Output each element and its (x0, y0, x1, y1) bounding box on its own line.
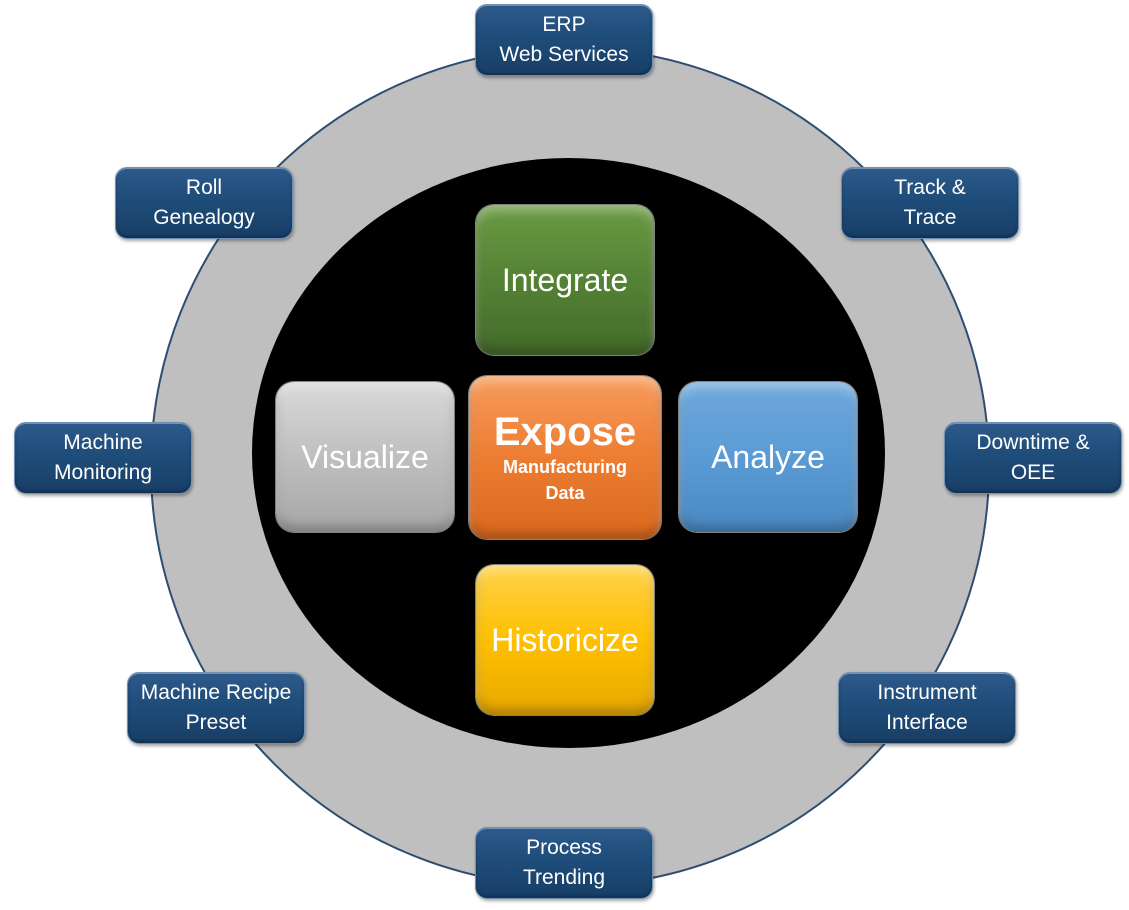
pill-roll-genealogy: Roll Genealogy (115, 167, 293, 239)
tile-analyze: Analyze (679, 382, 857, 532)
tile-visualize-label: Visualize (301, 438, 429, 475)
pill-machine-recipe-preset: Machine Recipe Preset (127, 672, 305, 744)
pill-downtime-oee: Downtime & OEE (944, 422, 1122, 494)
pill-instrument-line1: Instrument (877, 681, 977, 704)
pill-downtime-line2: OEE (1010, 461, 1056, 484)
tile-analyze-label: Analyze (711, 438, 825, 475)
pill-process-line1: Process (526, 836, 602, 859)
pill-process-line2: Trending (522, 866, 606, 889)
pill-track-line1: Track & (894, 176, 966, 199)
tile-historicize-label: Historicize (491, 621, 639, 658)
pill-monitoring-line1: Machine (63, 431, 143, 454)
tile-historicize: Historicize (476, 565, 654, 715)
pill-instrument-line2: Interface (886, 711, 968, 734)
expose-subtitle-line2: Data (545, 482, 585, 503)
pill-genealogy-line2: Genealogy (153, 206, 255, 229)
pill-erp-web-services: ERP Web Services (475, 4, 653, 76)
pill-instrument-interface: Instrument Interface (838, 672, 1016, 744)
tile-integrate-label: Integrate (501, 261, 629, 298)
expose-title: Expose (493, 409, 637, 454)
pill-track-line2: Trace (903, 206, 957, 229)
expose-subtitle-line1: Manufacturing (503, 456, 627, 477)
pill-process-trending: Process Trending (475, 827, 653, 899)
pill-erp-line2: Web Services (499, 43, 629, 66)
pill-recipe-line2: Preset (185, 711, 247, 734)
pill-track-trace: Track & Trace (841, 167, 1019, 239)
pill-downtime-line1: Downtime & (976, 431, 1090, 454)
tile-expose: Expose Manufacturing Data (469, 376, 661, 539)
pill-monitoring-line2: Monitoring (53, 461, 153, 484)
tile-integrate: Integrate (476, 205, 654, 355)
pill-machine-monitoring: Machine Monitoring (14, 422, 192, 494)
pill-erp-line1: ERP (542, 13, 586, 36)
tile-visualize: Visualize (276, 382, 454, 532)
pill-genealogy-line1: Roll (185, 176, 223, 199)
pill-recipe-line1: Machine Recipe (140, 681, 292, 704)
